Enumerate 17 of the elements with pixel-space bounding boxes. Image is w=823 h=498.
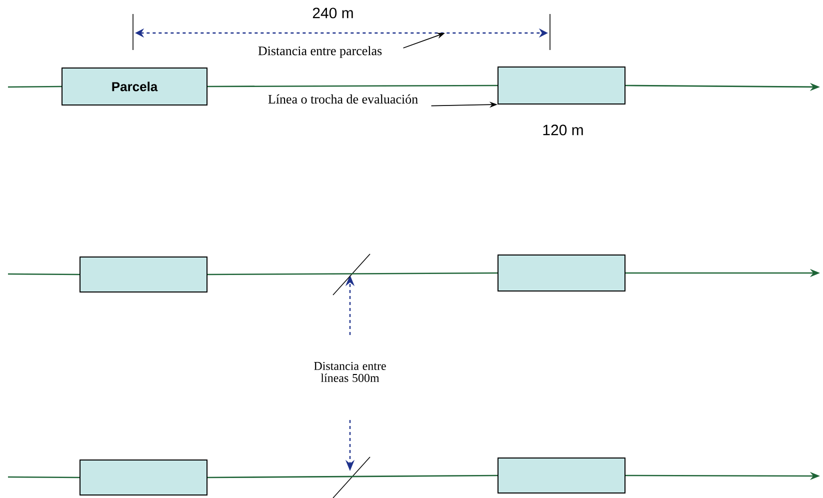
parcel-box	[498, 66, 626, 104]
annotation-text: Línea o trocha de evaluación	[268, 94, 418, 104]
parcel-box	[498, 458, 626, 494]
parcel-box	[498, 254, 626, 292]
dimension-label: Distancia entre líneas 500m	[314, 362, 386, 382]
parcel-box: Parcela	[62, 68, 208, 106]
annotation-text: Distancia entre parcelas	[258, 46, 382, 58]
evaluation-line	[8, 273, 80, 276]
dimension-label: 120 m	[543, 124, 583, 136]
evaluation-line	[8, 86, 62, 88]
evaluation-line	[208, 84, 498, 88]
parcel-box	[80, 256, 208, 292]
dimension-label: 240 m	[312, 8, 353, 18]
evaluation-line	[208, 474, 498, 478]
evaluation-line	[208, 272, 498, 276]
evaluation-line	[8, 476, 80, 478]
parcel-box	[80, 460, 208, 496]
